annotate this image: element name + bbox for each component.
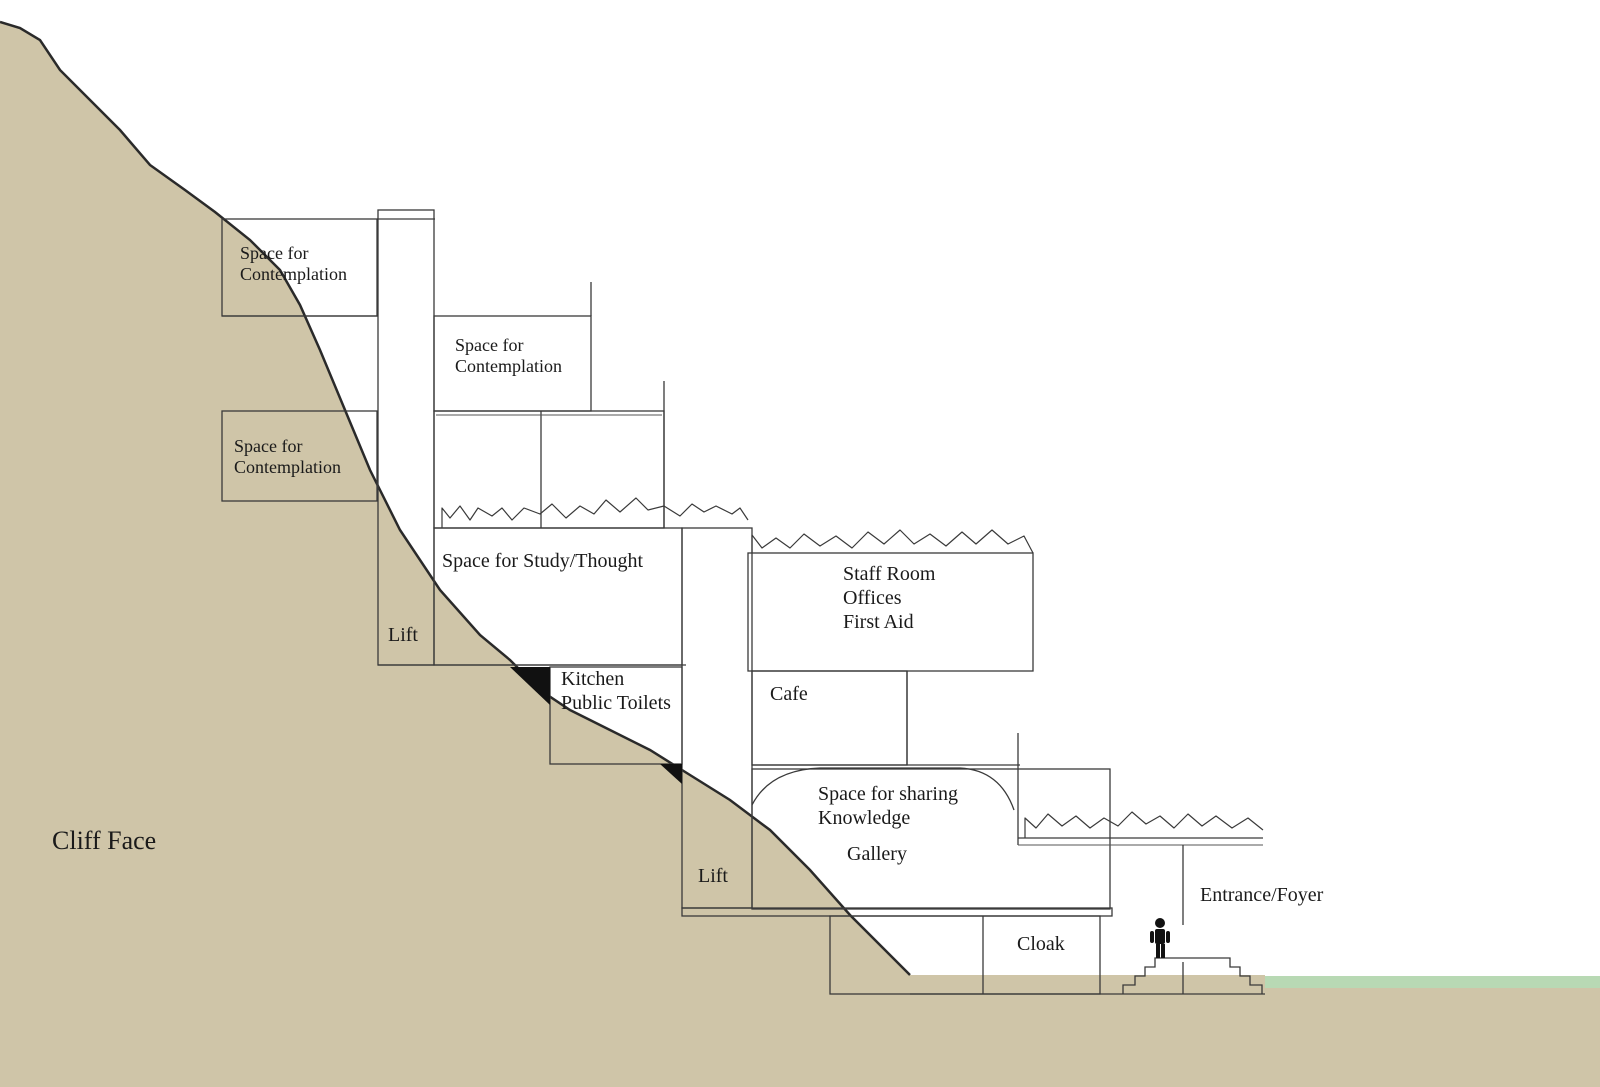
label-gallery: Gallery <box>847 843 907 865</box>
grass-strip <box>1265 976 1600 988</box>
label-cafe: Cafe <box>770 683 808 705</box>
label-knowledge-1: Space for sharing <box>818 783 958 805</box>
entrance-steps <box>1122 957 1263 994</box>
label-lift-lower: Lift <box>698 865 728 887</box>
planting-upper <box>441 497 749 528</box>
label-entrance: Entrance/Foyer <box>1200 884 1324 906</box>
label-contemplation-left-1: Space for <box>234 436 302 456</box>
room-contemplation-left <box>221 410 378 502</box>
label-contemplation-mid-1: Space for <box>455 335 523 355</box>
label-contemplation-left-2: Contemplation <box>234 457 341 477</box>
label-kitchen-2: Public Toilets <box>561 692 671 714</box>
label-contemplation-mid-2: Contemplation <box>455 356 562 376</box>
kitchen-wedge-lower <box>660 764 682 784</box>
label-study: Space for Study/Thought <box>442 550 644 572</box>
kitchen-wedge <box>510 667 550 705</box>
label-contemplation-top-1: Space for <box>240 243 308 263</box>
person-figure <box>1150 918 1170 958</box>
label-staff-1: Staff Room <box>843 563 936 585</box>
label-contemplation-top-2: Contemplation <box>240 264 347 284</box>
label-cloak: Cloak <box>1017 933 1065 955</box>
label-lift-upper: Lift <box>388 624 418 646</box>
label-kitchen-1: Kitchen <box>561 668 624 690</box>
cliff-face-ground <box>0 22 1600 1087</box>
label-cliff-face: Cliff Face <box>52 826 156 855</box>
room-kitchen <box>549 666 683 765</box>
building-structure <box>221 209 1265 995</box>
label-knowledge-2: Knowledge <box>818 807 910 829</box>
room-gallery <box>751 768 1111 910</box>
planting-lower <box>1024 811 1264 838</box>
cliff-outline <box>0 20 911 976</box>
label-staff-3: First Aid <box>843 611 914 633</box>
planting-middle <box>751 529 1034 554</box>
terrace-upper <box>433 410 665 529</box>
label-staff-2: Offices <box>843 587 902 609</box>
